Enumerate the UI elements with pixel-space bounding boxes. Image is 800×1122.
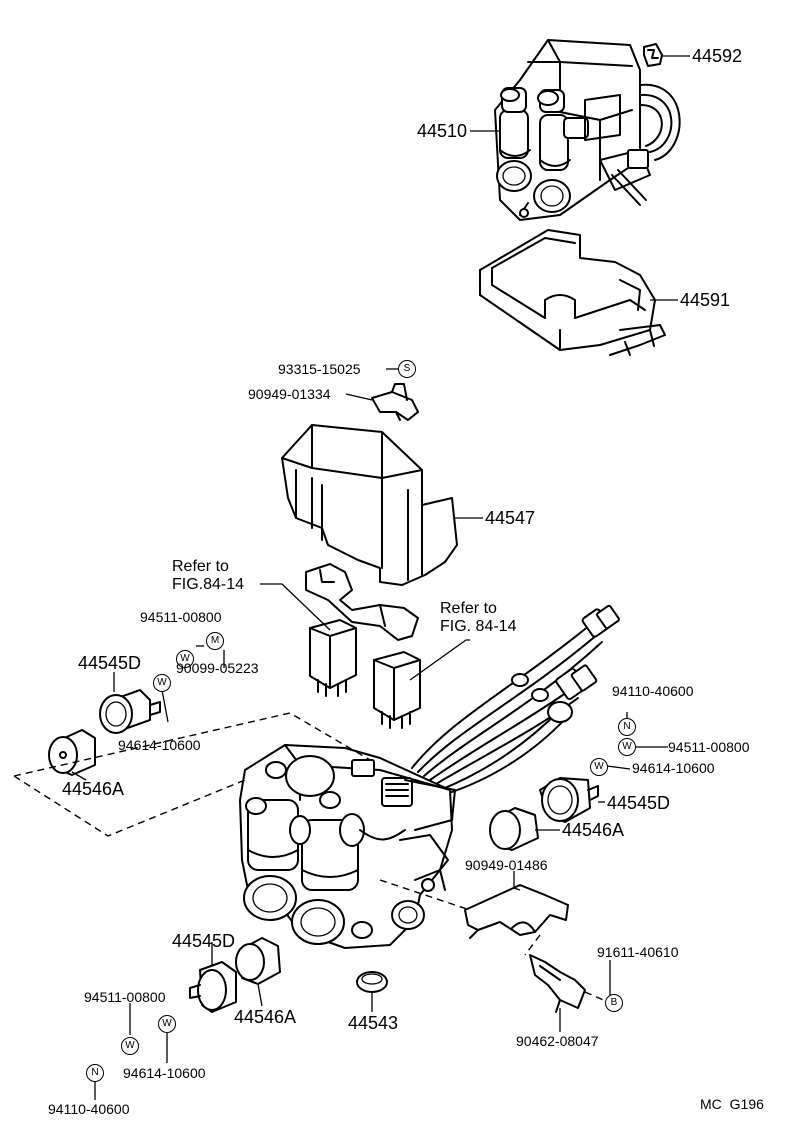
label-94511-00800-right: 94511-00800 <box>668 739 750 755</box>
rubber-44546A-right-illustration <box>489 807 539 851</box>
relay-bracket-illustration <box>305 563 419 641</box>
label-44546A-left: 44546A <box>62 779 125 799</box>
label-94511-00800-bottom: 94511-00800 <box>84 989 166 1005</box>
label-94110-40600-right: 94110-40600 <box>612 683 694 699</box>
relay-right-illustration <box>373 651 421 729</box>
marker-w-icon: W <box>158 1015 176 1033</box>
bracket-90949-01486-illustration <box>464 884 569 939</box>
marker-s-icon: S <box>398 360 416 378</box>
dashed-guide-left <box>13 712 371 837</box>
marker-w-icon: W <box>590 758 608 776</box>
bracket-90462-08047-illustration <box>529 954 586 1013</box>
clip-44592-illustration <box>643 43 663 67</box>
marker-w-icon: W <box>618 738 636 756</box>
label-94614-10600-bottom: 94614-10600 <box>123 1065 206 1081</box>
label-44543: 44543 <box>348 1013 399 1033</box>
label-94614-10600-left: 94614-10600 <box>118 737 201 753</box>
rubber-44546A-bottom-illustration <box>235 937 281 985</box>
label-91611-40610: 91611-40610 <box>597 944 679 960</box>
relay-left-illustration <box>309 619 357 697</box>
label-44545D-left: 44545D <box>78 653 142 673</box>
marker-n-icon: N <box>618 718 636 736</box>
actuator-assembly-bottom-illustration <box>239 744 456 949</box>
cover-44547-illustration <box>281 424 458 586</box>
reference-note-right: Refer to FIG. 84-14 <box>440 600 516 635</box>
label-90949-01486: 90949-01486 <box>465 857 548 873</box>
label-44510: 44510 <box>417 121 468 141</box>
mount-44545D-right-illustration <box>539 777 599 823</box>
label-93315-15025: 93315-15025 <box>278 361 361 377</box>
label-44546A-right: 44546A <box>562 820 625 840</box>
dashed-guide-right <box>379 879 609 1003</box>
reference-note-left: Refer to FIG.84-14 <box>172 558 244 593</box>
rubber-44546A-left-illustration <box>48 729 96 776</box>
actuator-assembly-top-illustration <box>494 39 681 221</box>
marker-w-icon: W <box>176 650 194 668</box>
label-44591: 44591 <box>680 290 731 310</box>
label-90099-05223: 90099-05223 <box>176 660 259 676</box>
reference-note-right-line1: Refer to <box>440 600 497 617</box>
label-44545D-bottom: 44545D <box>172 931 236 951</box>
figure-code: MC G196 <box>700 1096 764 1112</box>
label-44547: 44547 <box>485 508 536 528</box>
plug-44543-illustration <box>356 971 388 993</box>
marker-w-icon: W <box>153 674 171 692</box>
label-44546A-bottom: 44546A <box>234 1007 297 1027</box>
leader-lines <box>71 55 690 1100</box>
reference-note-left-line1: Refer to <box>172 558 229 575</box>
label-94110-40600-bottom: 94110-40600 <box>48 1101 130 1117</box>
reference-note-right-line2: FIG. 84-14 <box>440 617 517 635</box>
label-90949-01334: 90949-01334 <box>248 386 331 402</box>
marker-b-icon: B <box>605 994 623 1012</box>
bracket-tray-44591-illustration <box>479 229 666 356</box>
label-44545D-right: 44545D <box>607 793 671 813</box>
marker-w-icon: W <box>121 1037 139 1055</box>
marker-m-icon: M <box>206 632 224 650</box>
label-94614-10600-right: 94614-10600 <box>632 760 715 776</box>
clamp-90949-01334-illustration <box>371 383 419 421</box>
wire-harness-illustration <box>411 604 620 795</box>
mount-44545D-left-illustration <box>99 689 161 734</box>
marker-n-icon: N <box>86 1064 104 1082</box>
mount-44545D-bottom-illustration <box>189 961 237 1013</box>
label-94511-00800-top: 94511-00800 <box>140 609 222 625</box>
label-44592: 44592 <box>692 46 743 66</box>
label-90462-08047: 90462-08047 <box>516 1033 599 1049</box>
reference-note-left-line2: FIG.84-14 <box>172 575 245 593</box>
